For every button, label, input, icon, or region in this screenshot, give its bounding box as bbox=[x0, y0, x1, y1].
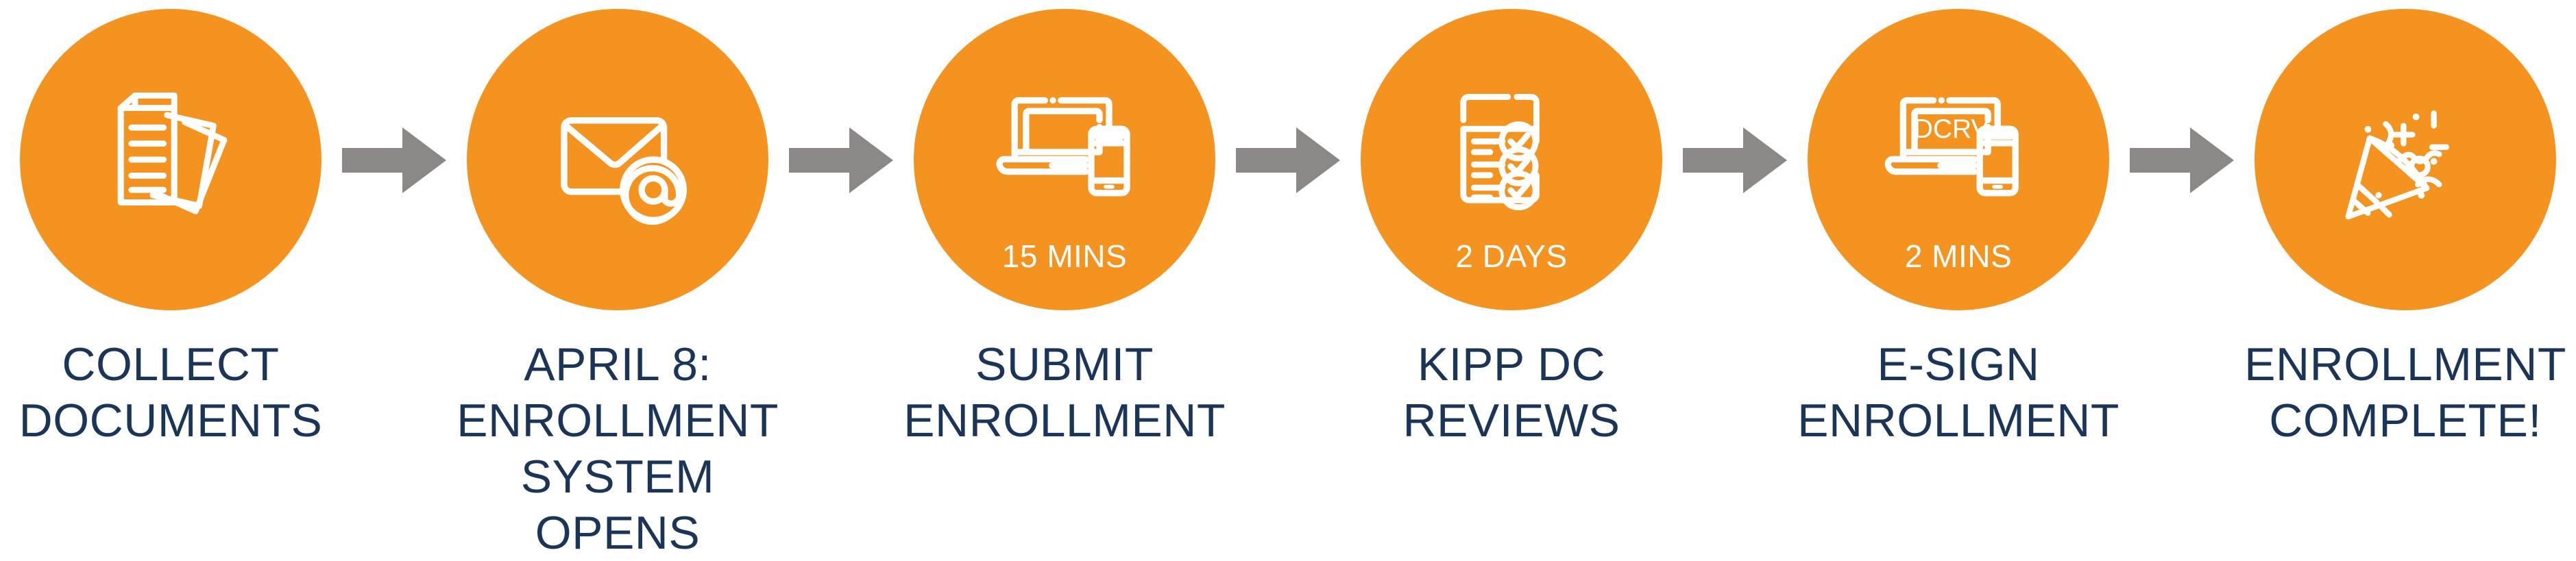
step-4-circle: 2 DAYS bbox=[1361, 9, 1662, 310]
party-popper-icon bbox=[2316, 71, 2494, 249]
email-at-icon bbox=[528, 71, 707, 249]
step-5-circle: DCRV 2 MINS bbox=[1808, 9, 2109, 310]
arrow-right-icon bbox=[789, 127, 893, 193]
step-6-circle bbox=[2255, 9, 2556, 310]
arrow-right-icon bbox=[1683, 127, 1787, 193]
laptop-phone-dcrv-icon: DCRV bbox=[1869, 63, 2048, 241]
checklist-icon bbox=[1422, 63, 1601, 241]
step-3-circle: 15 MINS bbox=[914, 9, 1215, 310]
step-6-label: ENROLLMENT COMPLETE! bbox=[2244, 338, 2566, 447]
step-2-label: APRIL 8: ENROLLMENT SYSTEM OPENS bbox=[457, 338, 779, 559]
step-4-duration: 2 DAYS bbox=[1455, 238, 1568, 274]
laptop-phone-icon bbox=[975, 63, 1154, 241]
arrow-1 bbox=[342, 115, 446, 205]
step-5-label: E-SIGN ENROLLMENT bbox=[1797, 338, 2119, 447]
step-e-sign-enrollment: DCRV 2 MINS E-SIGN ENROLLMENT bbox=[1787, 0, 2130, 449]
documents-icon bbox=[82, 71, 260, 249]
step-submit-enrollment: 15 MINS SUBMIT ENROLLMENT bbox=[893, 0, 1236, 449]
step-1-label: COLLECT DOCUMENTS bbox=[19, 338, 323, 447]
step-enrollment-system-opens: APRIL 8: ENROLLMENT SYSTEM OPENS bbox=[446, 0, 789, 561]
arrow-2 bbox=[789, 115, 893, 205]
step-5-duration: 2 MINS bbox=[1904, 238, 2013, 274]
arrow-4 bbox=[1683, 115, 1787, 205]
step-4-label: KIPP DC REVIEWS bbox=[1402, 338, 1620, 447]
arrow-right-icon bbox=[2130, 127, 2234, 193]
step-kipp-dc-reviews: 2 DAYS KIPP DC REVIEWS bbox=[1340, 0, 1683, 449]
laptop-screen-text: DCRV bbox=[1914, 114, 1989, 144]
step-enrollment-complete: ENROLLMENT COMPLETE! bbox=[2234, 0, 2576, 449]
step-3-label: SUBMIT ENROLLMENT bbox=[903, 338, 1226, 447]
arrow-3 bbox=[1236, 115, 1340, 205]
arrow-right-icon bbox=[342, 127, 446, 193]
step-collect-documents: COLLECT DOCUMENTS bbox=[0, 0, 342, 449]
step-2-circle bbox=[467, 9, 768, 310]
arrow-5 bbox=[2130, 115, 2234, 205]
step-3-duration: 15 MINS bbox=[1001, 238, 1128, 274]
step-1-circle bbox=[20, 9, 321, 310]
arrow-right-icon bbox=[1236, 127, 1340, 193]
